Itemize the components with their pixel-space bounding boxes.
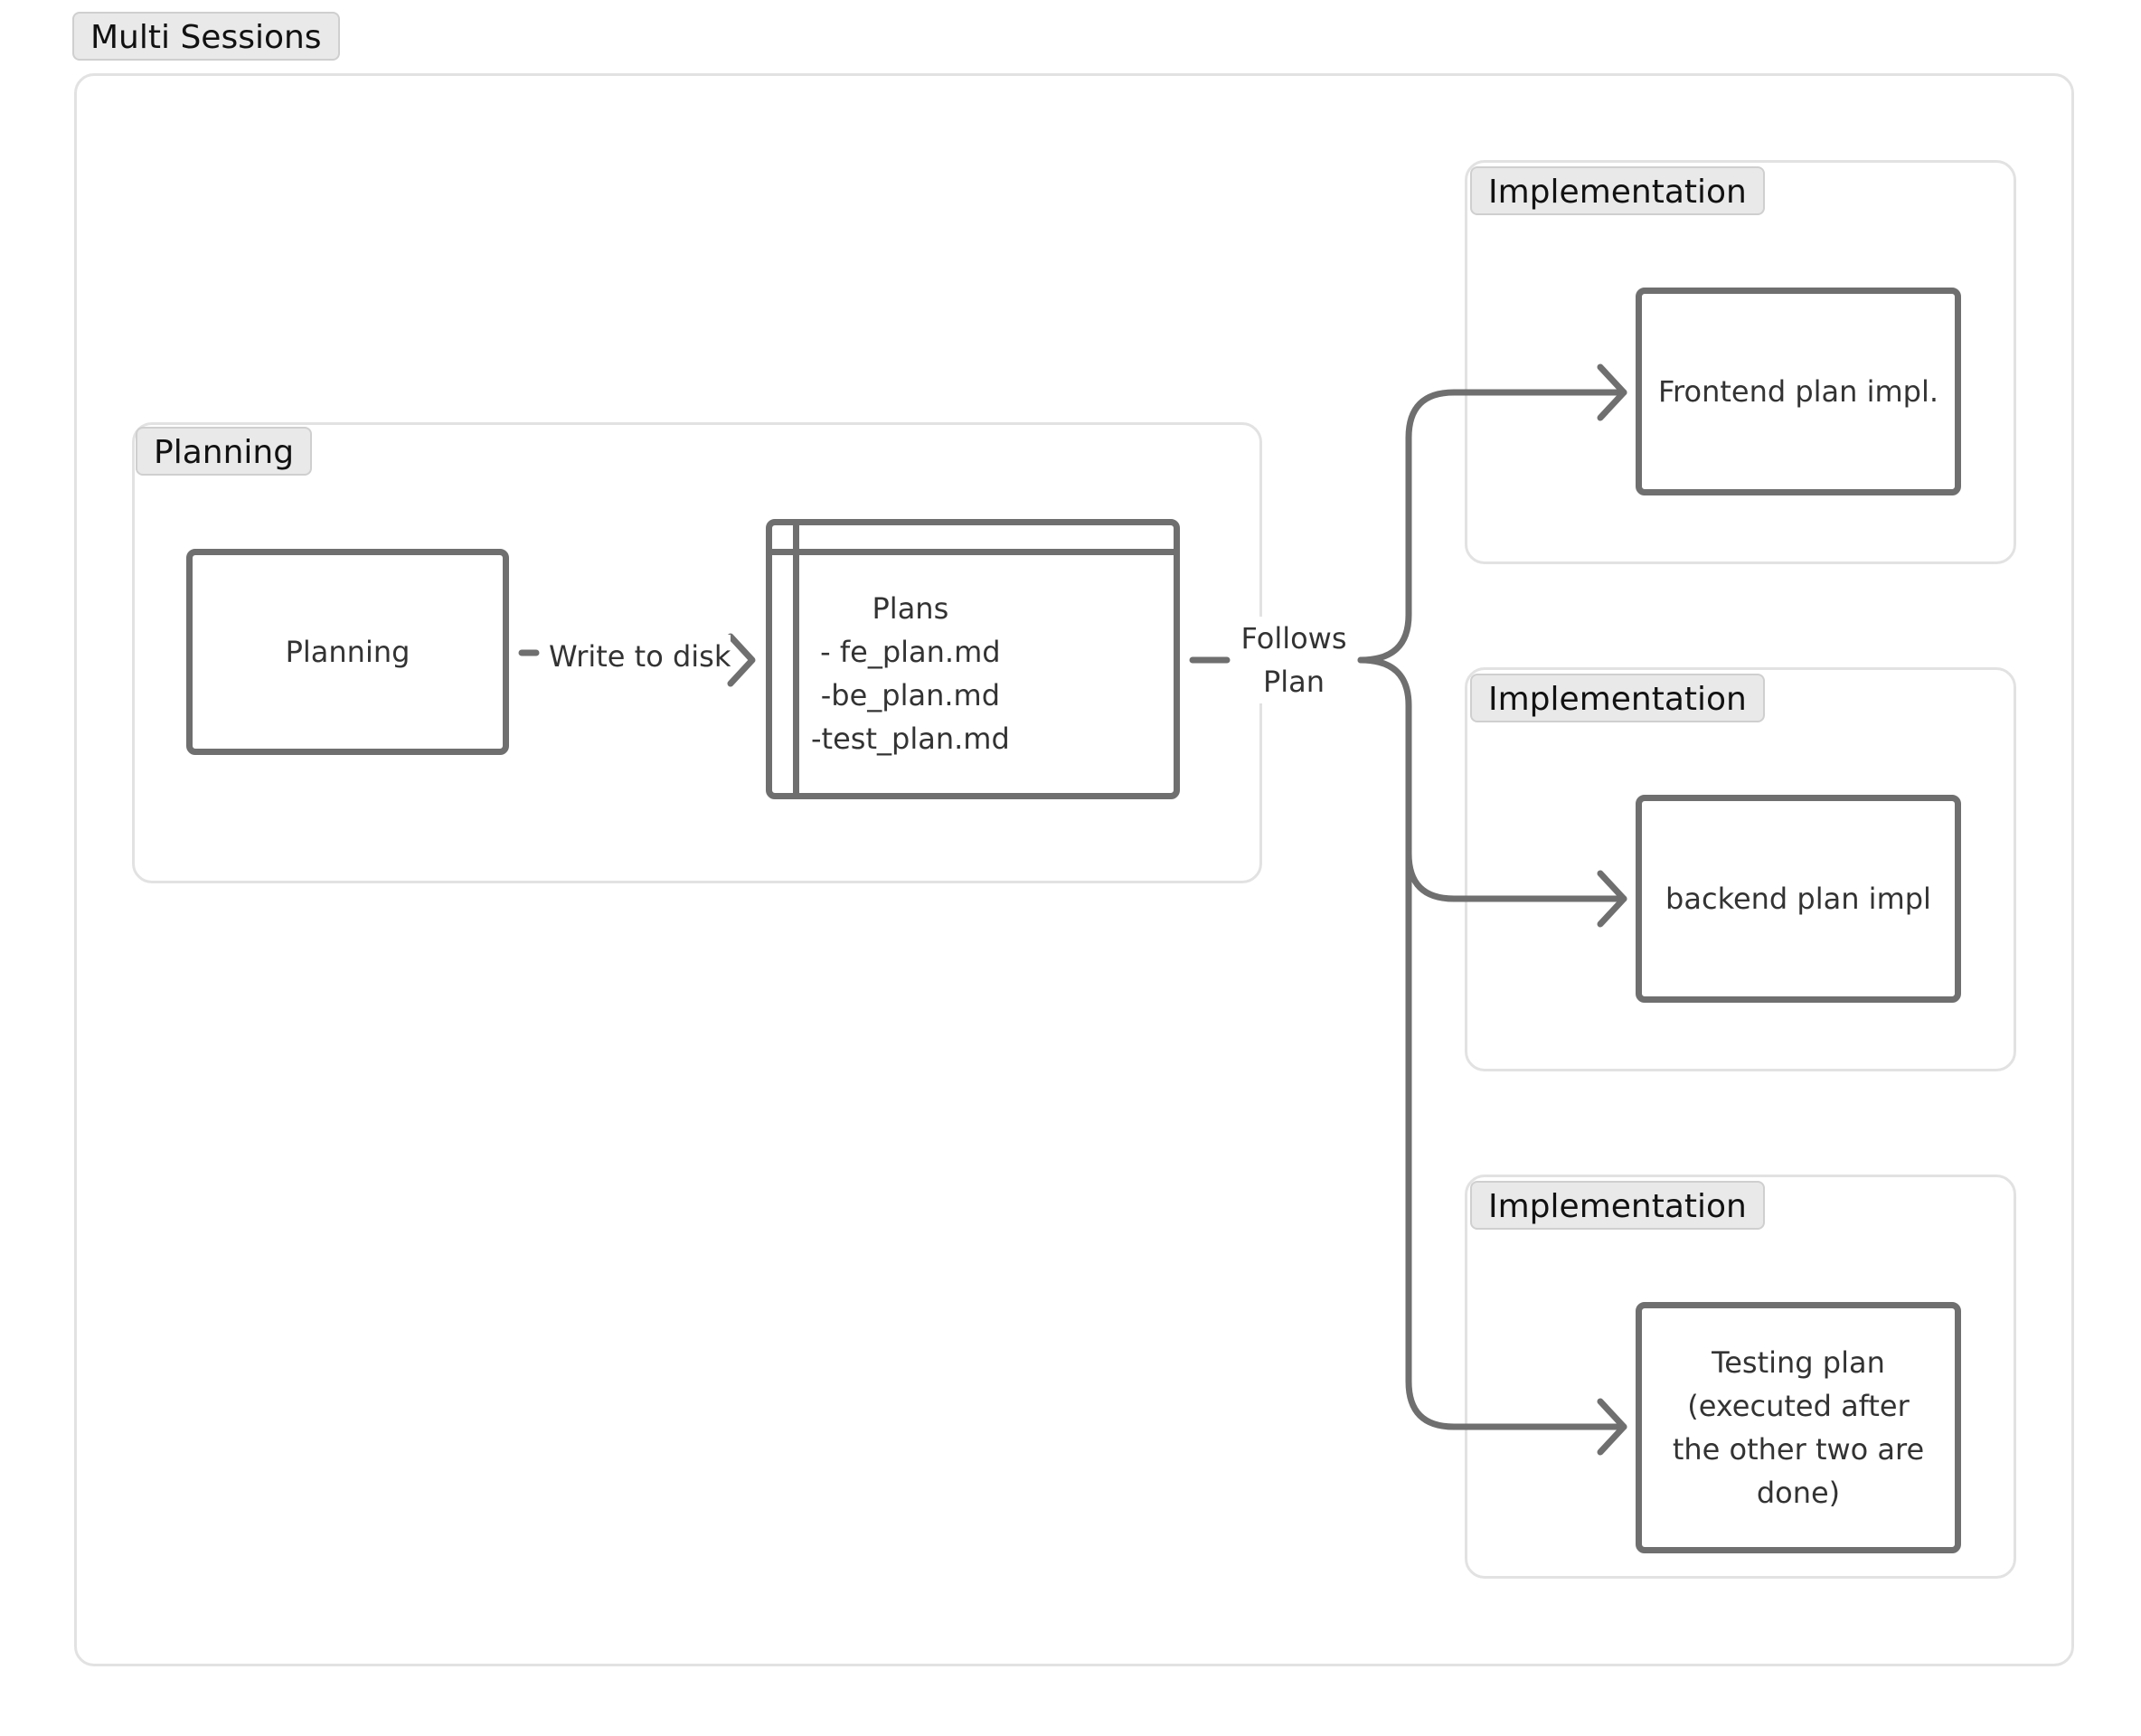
write-to-disk-label: Write to disk — [549, 635, 731, 678]
follows-label-line-2: Plan — [1262, 665, 1325, 699]
implementation-group-2-tag: Implementation — [1470, 674, 1765, 722]
backend-impl-label: backend plan impl — [1665, 882, 1931, 916]
plans-text: Plans - fe_plan.md -be_plan.md -test_pla… — [811, 587, 1010, 760]
testing-line-2: (executed after — [1687, 1389, 1910, 1423]
plans-file-be: -be_plan.md — [820, 678, 1001, 712]
planning-node-label: Planning — [285, 635, 410, 669]
plans-side-line — [793, 525, 799, 793]
testing-line-1: Testing plan — [1712, 1345, 1885, 1380]
multi-sessions-tag: Multi Sessions — [72, 12, 340, 61]
write-arrowhead — [727, 633, 756, 687]
testing-impl-node: Testing plan (executed after the other t… — [1636, 1302, 1961, 1553]
follows-plan-label: Follows Plan — [1232, 617, 1355, 703]
plans-file-test: -test_plan.md — [811, 722, 1010, 756]
testing-impl-label: Testing plan (executed after the other t… — [1673, 1341, 1924, 1514]
backend-impl-node: backend plan impl — [1636, 795, 1961, 1003]
planning-node: Planning — [186, 549, 509, 755]
follows-label-line-1: Follows — [1240, 621, 1347, 656]
testing-arrowhead — [1597, 1398, 1627, 1456]
fork-to-testing — [1405, 850, 1627, 1430]
frontend-arrowhead — [1597, 363, 1627, 421]
plans-file-fe: - fe_plan.md — [820, 635, 1001, 669]
testing-line-4: done) — [1756, 1476, 1841, 1510]
frontend-impl-node: Frontend plan impl. — [1636, 288, 1961, 495]
plans-header-line — [772, 549, 1174, 555]
frontend-impl-label: Frontend plan impl. — [1657, 374, 1939, 409]
fork-to-frontend — [1357, 389, 1627, 664]
implementation-group-1 — [1465, 160, 2016, 564]
planning-group-tag: Planning — [136, 427, 313, 476]
implementation-group-3-tag: Implementation — [1470, 1181, 1765, 1230]
implementation-group-1-tag: Implementation — [1470, 166, 1765, 215]
fork-to-backend — [1357, 656, 1627, 902]
plans-storage-node: Plans - fe_plan.md -be_plan.md -test_pla… — [766, 519, 1180, 799]
multi-sessions-group — [74, 73, 2074, 1666]
backend-arrowhead — [1597, 870, 1627, 928]
implementation-group-3 — [1465, 1175, 2016, 1579]
implementation-group-2 — [1465, 667, 2016, 1071]
testing-line-3: the other two are — [1672, 1432, 1925, 1467]
plans-title: Plans — [872, 591, 949, 626]
